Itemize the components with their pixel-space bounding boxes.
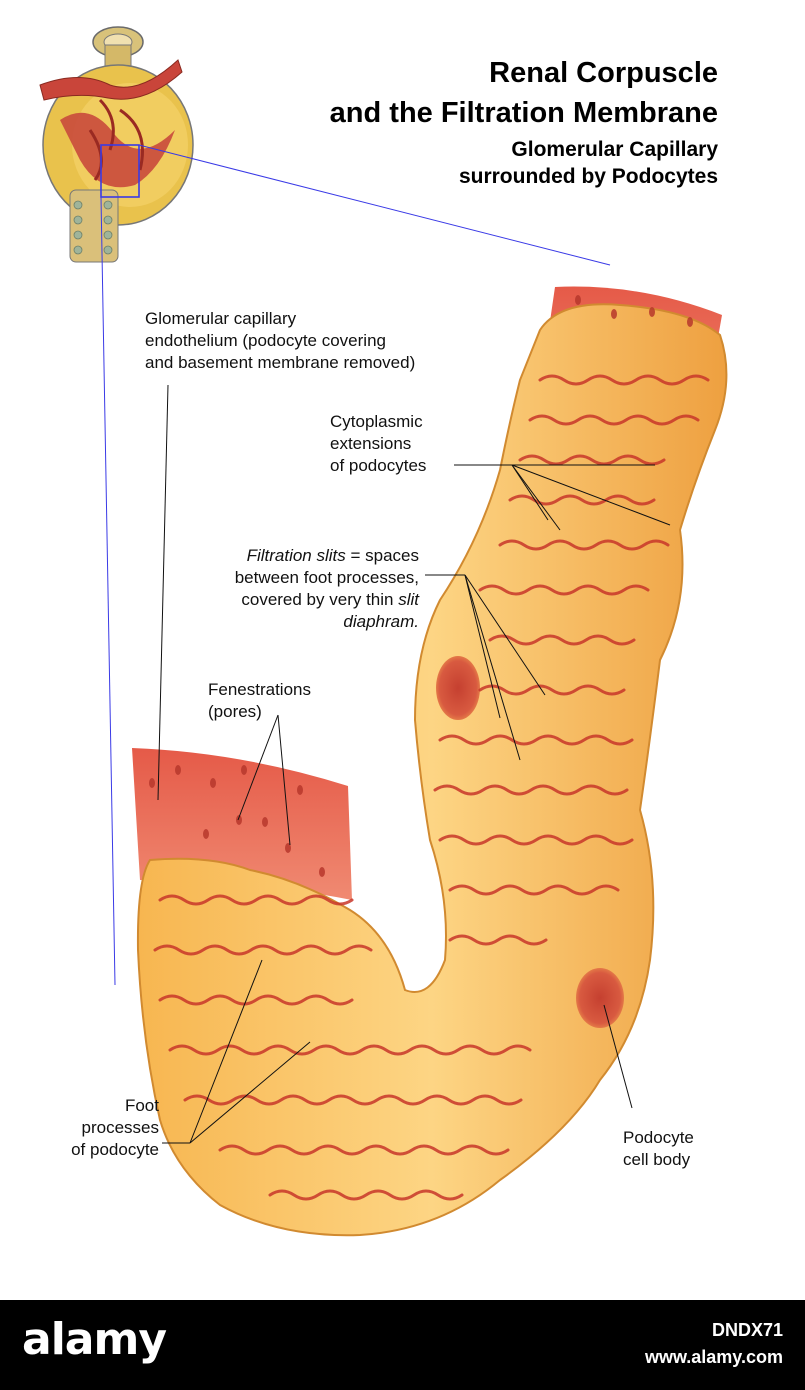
illustration [39,26,728,1237]
subtitle-line-2: surrounded by Podocytes [458,165,718,188]
endothelium-label: Glomerular capillary endothelium (podocy… [145,309,416,372]
footer-bar [0,1300,805,1390]
leader-lines [157,384,671,1144]
podocyte-cell-body-label: Podocyte cell body [623,1128,694,1169]
title-line-1: Renal Corpuscle [489,57,718,89]
fenestrations-label: Fenestrations (pores) [208,680,311,721]
glomerular-capillary [132,286,728,1237]
title-line-2: and the Filtration Membrane [329,97,718,129]
cytoplasmic-extensions-label: Cytoplasmic extensions of podocytes [330,412,427,475]
renal-corpuscle-thumbnail [39,26,194,263]
filtration-slits-label: Filtration slits = spaces between foot p… [234,546,419,631]
site-url: www.alamy.com [644,1347,783,1367]
alamy-logo: alamy [22,1314,167,1365]
image-id: DNDX71 [711,1320,783,1340]
subtitle-line-1: Glomerular Capillary [511,138,718,161]
foot-processes-label: Foot processes of podocyte [71,1096,159,1159]
zoom-lines [100,144,611,986]
